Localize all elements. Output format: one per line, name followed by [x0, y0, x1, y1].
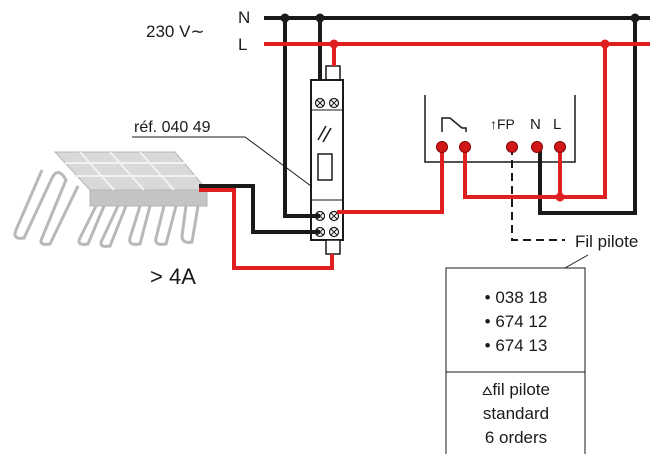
- heated-floor-mat: [13, 151, 209, 248]
- pilot-leader-line: [564, 254, 589, 269]
- thermostat-box: [424, 95, 576, 163]
- reference-item: • 674 13: [484, 336, 548, 355]
- live-label: L: [238, 35, 247, 54]
- live-wiring: [199, 42, 650, 270]
- thermostat-fp-label: ↑FP: [490, 116, 515, 132]
- neutral-label: N: [238, 8, 250, 27]
- relay-ref-label: réf. 040 49: [134, 119, 211, 136]
- thermostat-l-label: L: [553, 116, 561, 133]
- load-current-label: > 4A: [150, 264, 196, 289]
- reference-item: • 038 18: [484, 288, 548, 307]
- thermostat-terminals: [436, 141, 566, 153]
- standard-line: standard: [482, 404, 550, 423]
- relay-module: [310, 65, 344, 255]
- voltage-label: 230 V∼: [146, 22, 205, 41]
- neutral-wiring: [199, 16, 650, 234]
- standard-line: 6 orders: [484, 428, 548, 447]
- relay-switch-symbol: [317, 125, 332, 143]
- reference-list: • 038 18 • 674 12 • 674 13: [446, 286, 586, 358]
- ref-leader-line: [132, 136, 312, 187]
- thermostat-n-label: N: [530, 116, 541, 133]
- relay-indicator-window: [317, 153, 333, 181]
- pilot-wire: [511, 147, 565, 241]
- standard-description: ⩟fil pilote standard 6 orders: [446, 378, 586, 450]
- pilot-wire-label: Fil pilote: [575, 232, 638, 251]
- standard-line: ⩟fil pilote: [482, 380, 550, 399]
- pilot-info-box: [445, 267, 586, 454]
- reference-item: • 674 12: [484, 312, 548, 331]
- junction-dots: [280, 13, 640, 202]
